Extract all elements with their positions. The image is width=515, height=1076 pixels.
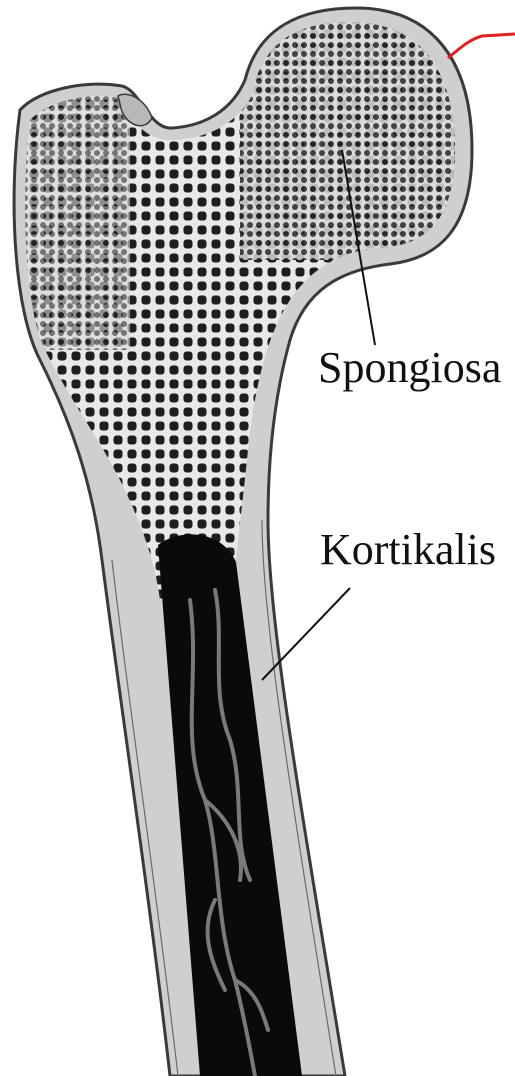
articular-cartilage-pointer [448, 34, 515, 58]
label-kortikalis: Kortikalis [320, 528, 496, 572]
label-spongiosa: Spongiosa [318, 346, 501, 390]
